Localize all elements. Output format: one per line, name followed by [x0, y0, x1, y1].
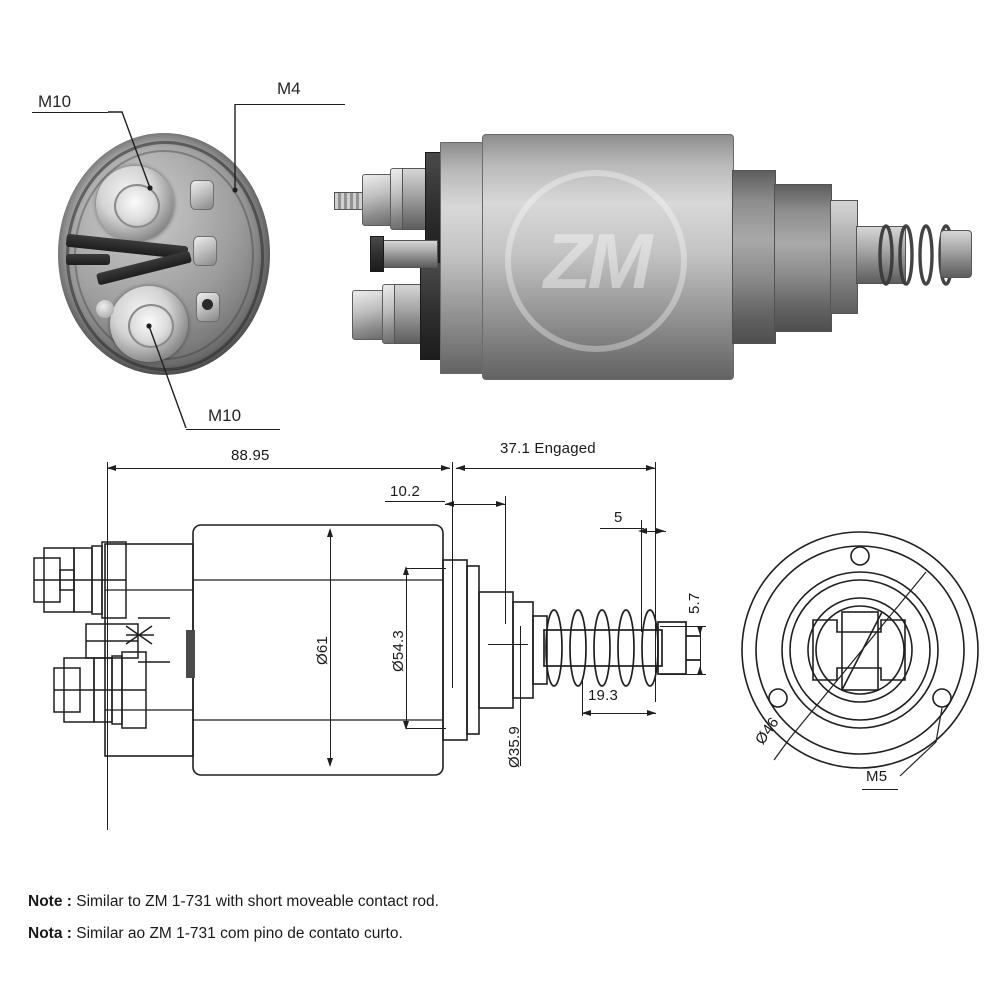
contact-strap-side — [66, 254, 110, 265]
m4-terminal-upper — [190, 180, 214, 210]
callout-m4-label: M4 — [277, 79, 301, 98]
dim-flange-arrow-left — [445, 500, 454, 507]
dim-57-arrow-up — [696, 666, 703, 675]
dim-57-ext-bottom — [660, 674, 706, 675]
section-return-spring — [543, 609, 700, 687]
dim-overall-length-label: 88.95 — [231, 447, 270, 464]
small-rivet-left — [96, 300, 114, 318]
dim-overall-length-line — [107, 468, 450, 469]
callout-m4-leader — [232, 104, 238, 193]
dim-overall-arrow-left — [107, 464, 116, 471]
dim-overall-arrow-right — [441, 464, 450, 471]
m4-terminal-middle — [193, 236, 217, 266]
dim-tip-leader — [600, 528, 644, 529]
dim-flange-arrow-right — [496, 500, 505, 507]
callout-m10-lower-leader — [146, 323, 187, 429]
dim-193-arrow-left — [582, 709, 591, 716]
dim-m5-label: M5 — [866, 768, 888, 785]
dim-engaged-arrow-right — [646, 464, 655, 471]
note-label-pt: Nota : — [28, 925, 72, 942]
dim-57-ext-top — [660, 626, 706, 627]
dim-engaged-arrow-left — [456, 464, 465, 471]
dim-d543-ext-top — [406, 568, 446, 569]
photo-stud-nut-2 — [352, 290, 386, 340]
terminal-hole-upper — [114, 184, 160, 228]
photo-rear-step-1 — [732, 170, 776, 344]
dim-193-arrow-right — [647, 709, 656, 716]
dim-193-ext-left — [582, 680, 583, 716]
callout-m4-underline — [235, 104, 345, 106]
dim-engaged-line — [456, 468, 655, 469]
dim-d61-arrow-up — [326, 528, 333, 537]
dim-tip-arrow-right — [656, 527, 665, 534]
dim-d61-label: Ø61 — [314, 636, 331, 665]
dim-d61-arrow-down — [326, 758, 333, 767]
dim-engaged-label: 37.1 Engaged — [500, 440, 596, 457]
photo-shaft-collar — [830, 200, 858, 314]
dim-tip-line — [644, 531, 666, 532]
callout-m10-lower-label: M10 — [208, 406, 242, 425]
dim-d359-line — [520, 626, 521, 766]
dim-57-line — [700, 626, 701, 674]
dim-flange-ext-right — [505, 496, 506, 624]
photo-rear-step-2 — [774, 184, 832, 332]
dim-d543-ext-bottom — [406, 728, 446, 729]
dim-flange-leader — [385, 501, 445, 502]
dim-d543-label: Ø54.3 — [390, 630, 407, 672]
callout-m10-upper-underline — [32, 112, 108, 114]
dim-engaged-ext-right — [655, 462, 656, 702]
dim-193-label: 19.3 — [588, 687, 618, 704]
dim-57-label: 5.7 — [686, 592, 703, 614]
dim-flange-label: 10.2 — [390, 483, 420, 500]
photo-solenoid-barrel — [440, 142, 484, 374]
callout-m10-lower-underline — [186, 429, 280, 431]
dim-tip-arrow-left — [638, 527, 647, 534]
note-label-en: Note : — [28, 893, 72, 910]
dim-tip-label: 5 — [614, 509, 623, 526]
note-text-pt: Similar ao ZM 1-731 com pino de contato … — [76, 925, 403, 942]
photo-middle-clip — [370, 236, 384, 272]
section-body-outline — [104, 524, 548, 776]
callout-m10-upper-label: M10 — [38, 92, 72, 111]
callout-m10-upper-leader — [108, 111, 153, 191]
dim-d543-line — [406, 568, 407, 728]
m4-terminal-lower-hole — [202, 299, 213, 310]
note-line-pt: Nota : Similar ao ZM 1-731 com pino de c… — [28, 925, 403, 943]
dim-d543-arrow-down — [402, 721, 409, 730]
note-line-en: Note : Similar to ZM 1-731 with short mo… — [28, 893, 439, 911]
note-text-en: Similar to ZM 1-731 with short moveable … — [76, 893, 439, 910]
dim-m5-underline — [862, 789, 898, 791]
section-terminals-left — [33, 541, 170, 729]
dim-193-line — [582, 713, 656, 714]
dim-overall-ext-left — [107, 462, 108, 830]
photo-plunger-tip — [940, 230, 972, 278]
section-end-face-view — [741, 531, 979, 777]
dim-57-arrow-down — [696, 626, 703, 635]
dim-d543-arrow-up — [402, 566, 409, 575]
dim-d359-ext — [488, 644, 528, 645]
dim-tip-ext — [641, 520, 642, 632]
dim-d359-label: Ø35.9 — [506, 726, 523, 768]
dim-engaged-ext-left — [452, 462, 453, 688]
dim-flange-line — [445, 504, 505, 505]
dim-d61-line — [330, 530, 331, 765]
brand-watermark: ZM — [505, 170, 687, 352]
